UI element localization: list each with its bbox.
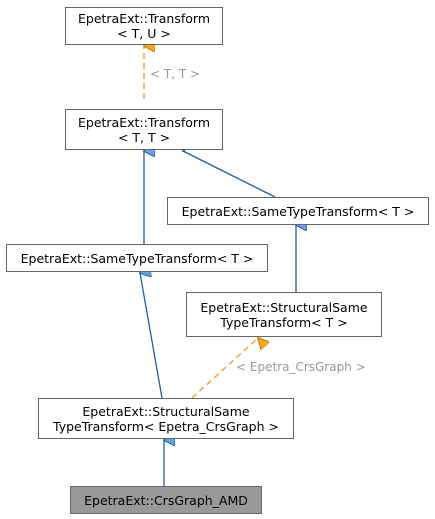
node-same-type-right[interactable]: EpetraExt::SameTypeTransform< T > bbox=[167, 197, 429, 225]
node-crsgraph-amd[interactable]: EpetraExt::CrsGraph_AMD bbox=[70, 486, 262, 514]
edge-label-template-tt: < T, T > bbox=[150, 67, 200, 81]
node-structural-same-crs[interactable]: EpetraExt::StructuralSame TypeTransform<… bbox=[38, 398, 294, 439]
node-same-type-right-label: EpetraExt::SameTypeTransform< T > bbox=[181, 203, 415, 219]
node-crsgraph-amd-label: EpetraExt::CrsGraph_AMD bbox=[84, 492, 248, 508]
node-structural-same-t[interactable]: EpetraExt::StructuralSame TypeTransform<… bbox=[186, 292, 382, 337]
edge-label-template-crs: < Epetra_CrsGraph > bbox=[236, 360, 366, 374]
node-transform-tu[interactable]: EpetraExt::Transform < T, U > bbox=[65, 7, 223, 45]
node-transform-tu-line2: < T, U > bbox=[117, 26, 171, 41]
node-transform-tu-line1: EpetraExt::Transform bbox=[77, 11, 211, 26]
edge-right-to-transform bbox=[183, 151, 276, 198]
edge-structural-crs-to-left bbox=[140, 273, 163, 399]
node-structural-same-crs-line1: EpetraExt::StructuralSame bbox=[82, 403, 250, 419]
node-transform-tt-line1: EpetraExt::Transform bbox=[77, 114, 211, 130]
node-transform-tt[interactable]: EpetraExt::Transform < T, T > bbox=[65, 109, 223, 150]
node-structural-same-t-line1: EpetraExt::StructuralSame bbox=[200, 299, 368, 315]
node-same-type-left[interactable]: EpetraExt::SameTypeTransform< T > bbox=[6, 244, 268, 272]
edge-template-structural bbox=[191, 338, 258, 399]
node-structural-same-crs-line2: TypeTransform< Epetra_CrsGraph > bbox=[53, 418, 279, 434]
node-transform-tt-line2: < T, T > bbox=[117, 129, 171, 145]
node-structural-same-t-line2: TypeTransform< T > bbox=[220, 314, 348, 330]
node-same-type-left-label: EpetraExt::SameTypeTransform< T > bbox=[20, 250, 254, 266]
